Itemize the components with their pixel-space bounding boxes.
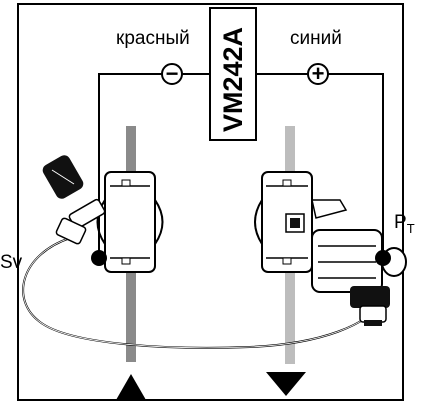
sv-label: Sv [0, 252, 23, 273]
pt-label-main: P [394, 212, 407, 233]
diagram-frame [17, 3, 404, 401]
red-wire-label: красный [116, 28, 190, 49]
plus-terminal [307, 63, 329, 85]
pt-sensor-point [375, 250, 391, 266]
minus-terminal [161, 63, 183, 85]
blue-wire [256, 73, 384, 254]
sv-sensor-point [91, 250, 107, 266]
capillary-tube-inner [22, 237, 383, 349]
meter-box [209, 7, 257, 141]
triangle-down-icon [266, 372, 306, 396]
pt-label: PT [394, 212, 415, 236]
minus-symbol: − [166, 61, 179, 86]
sv-valve [42, 155, 164, 273]
plus-symbol: + [312, 61, 325, 86]
triangle-up-icon [116, 374, 146, 400]
meter-model-label: VM242A [218, 27, 248, 132]
blue-wire-label: синий [290, 28, 342, 49]
pt-label-sub: T [407, 221, 415, 236]
